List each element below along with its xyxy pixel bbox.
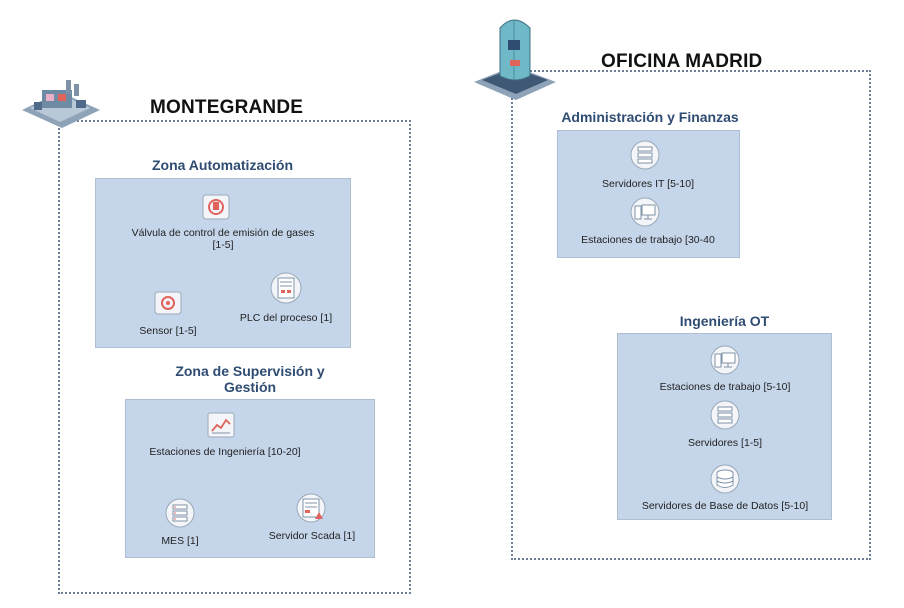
office-tower-icon <box>470 10 560 102</box>
label-servidores-ot: Servidores [1-5] <box>687 437 763 449</box>
site-title-montegrande: MONTEGRANDE <box>150 97 304 118</box>
site-title-madrid: OFICINA MADRID <box>601 51 763 72</box>
label-mes: MES [1] <box>161 535 199 547</box>
workstation-icon <box>710 345 740 375</box>
server-icon <box>630 140 660 170</box>
label-estaciones-ot: Estaciones de trabajo [5-10] <box>659 381 791 393</box>
zone-supervision <box>125 399 375 558</box>
monitor-chart-icon <box>206 410 236 440</box>
sensor-icon <box>153 288 183 318</box>
workstation-icon <box>630 197 660 227</box>
valve-icon <box>201 192 231 222</box>
plc-icon <box>270 272 302 304</box>
database-icon <box>710 464 740 494</box>
zone-title-supervision-line2: Gestión <box>223 379 277 395</box>
server-icon <box>710 400 740 430</box>
zone-title-ingenieria-ot: Ingeniería OT <box>679 313 770 329</box>
zone-title-admin: Administración y Finanzas <box>561 109 739 125</box>
label-sensor: Sensor [1-5] <box>139 325 197 337</box>
label-estaciones-admin: Estaciones de trabajo [30-40 <box>581 234 715 246</box>
label-estaciones-ingenieria: Estaciones de Ingeniería [10-20] <box>149 446 301 458</box>
site-madrid-box <box>511 70 871 560</box>
label-scada: Servidor Scada [1] <box>268 530 356 542</box>
label-valvula-count: [1-5] <box>212 239 234 251</box>
site-montegrande-box <box>58 120 411 594</box>
label-servidores-it: Servidores IT [5-10] <box>601 178 694 190</box>
server-alert-icon <box>296 493 326 523</box>
zone-title-automatizacion: Zona Automatización <box>151 157 294 173</box>
zone-title-supervision-line1: Zona de Supervisión y <box>175 363 325 379</box>
label-bd: Servidores de Base de Datos [5-10] <box>641 500 809 512</box>
server-icon <box>165 498 195 528</box>
label-plc: PLC del proceso [1] <box>239 312 333 324</box>
factory-icon <box>20 76 102 128</box>
label-valvula: Válvula de control de emisión de gases <box>131 227 315 239</box>
